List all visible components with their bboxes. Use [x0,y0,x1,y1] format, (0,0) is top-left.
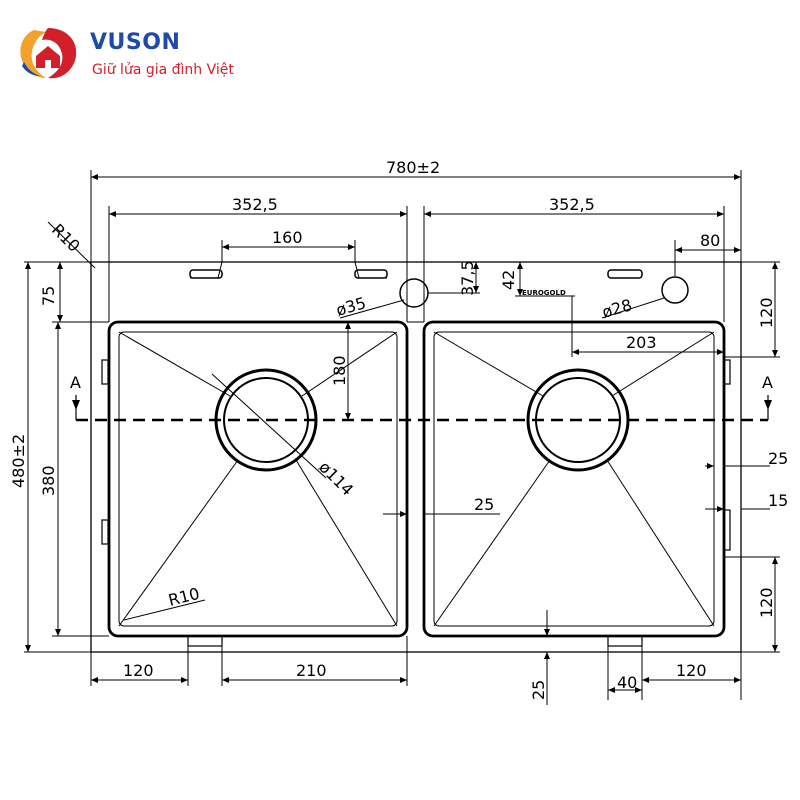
dim-right-top-margin: 120 [757,297,776,328]
small-hole [661,276,689,304]
sink-outer-outline [90,261,742,653]
dim-bowl-depth: 380 [39,465,58,496]
dim-corner-radius-bottom: R10 [166,584,201,610]
dim-bottom-center-span: 210 [296,661,327,680]
dim-right-bottom-margin: 120 [757,587,776,618]
dim-small-hole-diameter: ø28 [600,295,634,322]
brand-tagline: Giữ lửa gia đình Việt [92,62,234,78]
logo-house-roof [36,46,60,68]
dim-bottom-right-tab: 40 [617,673,637,692]
dim-drain-offset-vertical: 180 [330,355,349,386]
dim-right-bowl-width: 352,5 [549,195,595,214]
dim-right-hole-offset: 80 [700,231,720,250]
logo-orange-swoosh [20,30,46,78]
model-text: EUROGOLD [522,289,566,297]
dim-right-inner-gap: 25 [768,449,788,468]
dim-mark-offset: 42 [499,270,518,290]
right-bowl-inner [433,331,715,627]
section-arrow-right [764,400,772,410]
dim-right-edge-gap: 15 [768,491,788,510]
dim-soap-holder-spacing: 160 [272,228,303,247]
dim-corner-radius-top: R10 [48,220,84,256]
dim-drain-offset-horizontal: 203 [626,333,657,352]
logo-house-door [45,60,51,68]
dim-left-top-margin: 75 [39,286,58,306]
left-bowl-inner [118,331,398,627]
dim-bottom-right-offset: 120 [676,661,707,680]
dim-overall-height: 480±2 [9,434,28,488]
left-bowl-outer [107,320,409,638]
right-bowl-outer [422,320,726,638]
dim-divider-gap: 25 [474,495,494,514]
dim-left-bowl-width: 352,5 [232,195,278,214]
section-label-left: A [70,373,81,392]
house-flame-logo-icon [20,28,77,79]
dim-tap-hole-offset: 37,5 [458,260,477,296]
section-arrow-left [72,400,80,410]
logo-blue-accent [22,62,40,76]
brand-name: VUSON [90,30,181,55]
dim-tap-hole-diameter: ø35 [334,293,368,320]
dim-bottom-lip: 25 [529,680,548,700]
logo-red-swirl [42,28,77,79]
dim-drain-diameter: ø114 [315,457,357,499]
brand-header: VUSON Giữ lửa gia đình Việt [14,22,274,92]
dim-bottom-left-offset: 120 [123,661,154,680]
section-label-right: A [762,373,773,392]
dim-overall-width: 780±2 [386,158,440,177]
